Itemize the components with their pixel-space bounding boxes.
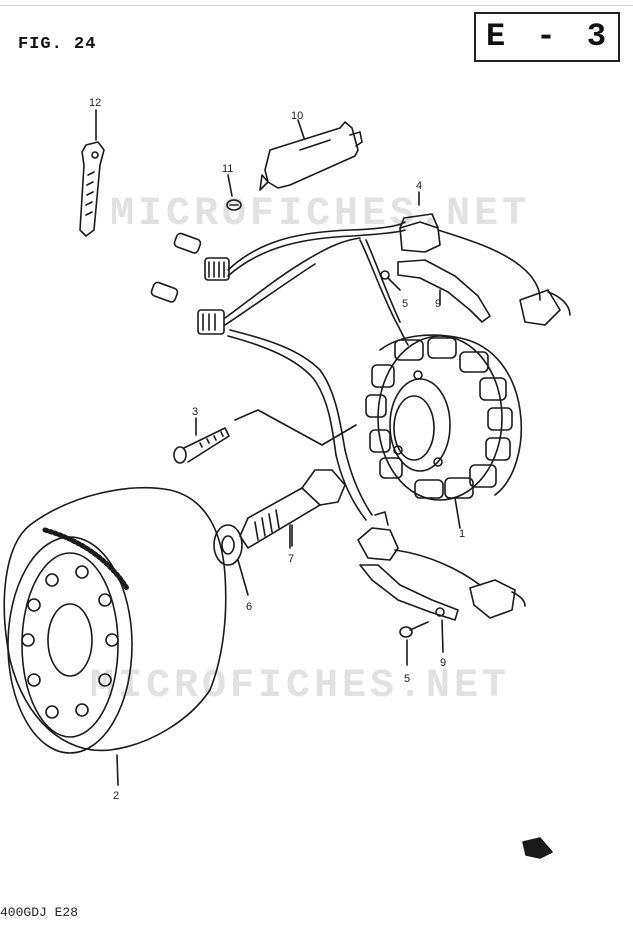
rotor-part-2 xyxy=(3,486,227,786)
bracket-part-9-upper xyxy=(397,259,491,323)
callout-3: 3 xyxy=(192,406,198,418)
stator-part-1 xyxy=(365,334,523,501)
watermark-bottom: MICROFICHES.NET xyxy=(90,664,511,709)
cover-plate-part-10 xyxy=(259,119,363,191)
front-arrow-icon xyxy=(522,837,553,859)
section-box xyxy=(474,12,620,62)
screw-part-5-lower xyxy=(399,621,429,666)
callout-1: 1 xyxy=(459,528,465,540)
pickup-coil-lower xyxy=(357,511,526,619)
wiring-harness xyxy=(150,221,409,521)
figure-label: FIG. 24 xyxy=(18,35,97,54)
pickup-coil-part-4 xyxy=(399,191,571,326)
callout-9-upper: 9 xyxy=(435,298,441,310)
callout-9-lower: 9 xyxy=(440,657,446,669)
screw-part-11 xyxy=(226,174,242,211)
callout-5-upper: 5 xyxy=(402,298,408,310)
callout-10: 10 xyxy=(291,110,303,122)
callout-2: 2 xyxy=(113,790,119,802)
callout-4: 4 xyxy=(416,180,422,192)
model-code: 400GDJ E28 xyxy=(0,905,79,920)
callout-labels: 1 2 3 4 5 5 6 7 9 9 10 11 12 xyxy=(89,97,465,802)
washer-part-6 xyxy=(213,524,249,596)
callout-11: 11 xyxy=(222,163,233,175)
section-code: E - 3 xyxy=(486,18,613,55)
callout-5-lower: 5 xyxy=(404,673,410,685)
bolt-part-3 xyxy=(173,409,357,464)
top-rule xyxy=(0,5,633,6)
callout-7: 7 xyxy=(288,553,294,565)
watermark-top: MICROFICHES.NET xyxy=(110,192,531,237)
clamp-strip-part-12 xyxy=(79,109,105,237)
bracket-part-9-lower xyxy=(359,564,459,653)
leader-part-1 xyxy=(454,497,461,529)
callout-6: 6 xyxy=(246,601,252,613)
screw-part-5-upper xyxy=(380,270,401,291)
callout-12: 12 xyxy=(89,97,101,109)
